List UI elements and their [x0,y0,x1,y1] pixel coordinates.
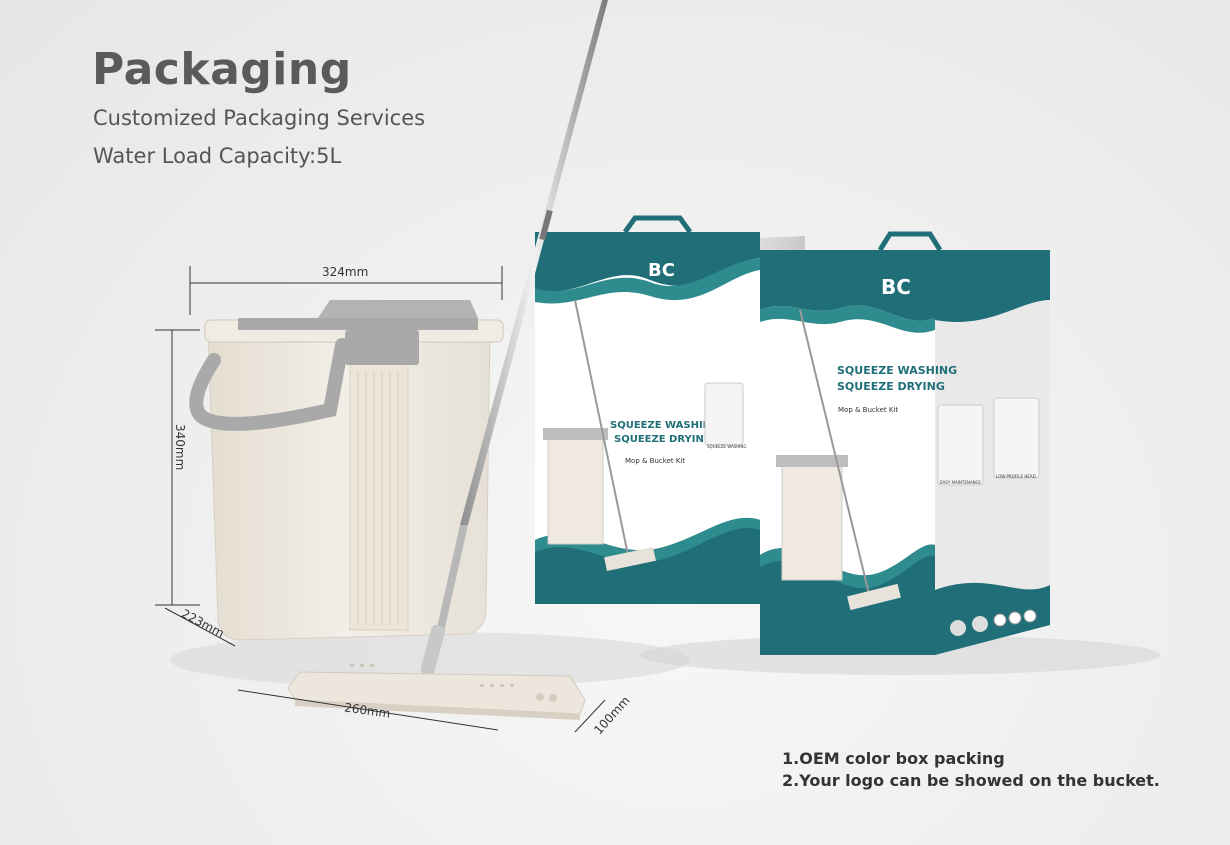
feature-easy-maintenance: EASY MAINTENANCE [940,480,981,485]
brand-logo-front: BC [881,275,911,299]
bucket [189,300,504,641]
box-front-tagline: Mop & Bucket Kit [838,406,898,414]
subtitle: Customized Packaging Services [93,106,426,130]
box-front-headline-2: SQUEEZE DRYING [837,380,945,393]
color-box-front: BC SQUEEZE WASHING SQUEEZE DRYING Mop & … [760,231,1050,655]
dimension-lines [155,266,606,733]
page-title: Packaging [92,44,352,95]
note-item: 1.OEM color box packing [782,749,1005,768]
dim-mop-width-label: 100mm [591,693,632,737]
dim-mop-length-label: 260mm [343,700,391,720]
box-feature-left: SQUEEZE WASHING [707,444,747,449]
note-item: 2.Your logo can be showed on the bucket. [782,771,1160,790]
brand-logo: BC [648,260,675,281]
box-headline-1: SQUEEZE WASHING [610,420,719,431]
feature-low-profile: LOW-PROFILE HEAD [996,474,1036,479]
dim-height-label: 340mm [173,424,187,470]
notes-list: 1.OEM color box packing 2.Your logo can … [782,748,1160,792]
box-tagline: Mop & Bucket Kit [625,457,685,465]
capacity-label: Water Load Capacity:5L [93,144,342,168]
mop [287,0,608,720]
box-front-headline-1: SQUEEZE WASHING [837,364,957,377]
dim-width-label: 324mm [322,265,368,279]
box-headline-2: SQUEEZE DRYING [614,434,712,445]
